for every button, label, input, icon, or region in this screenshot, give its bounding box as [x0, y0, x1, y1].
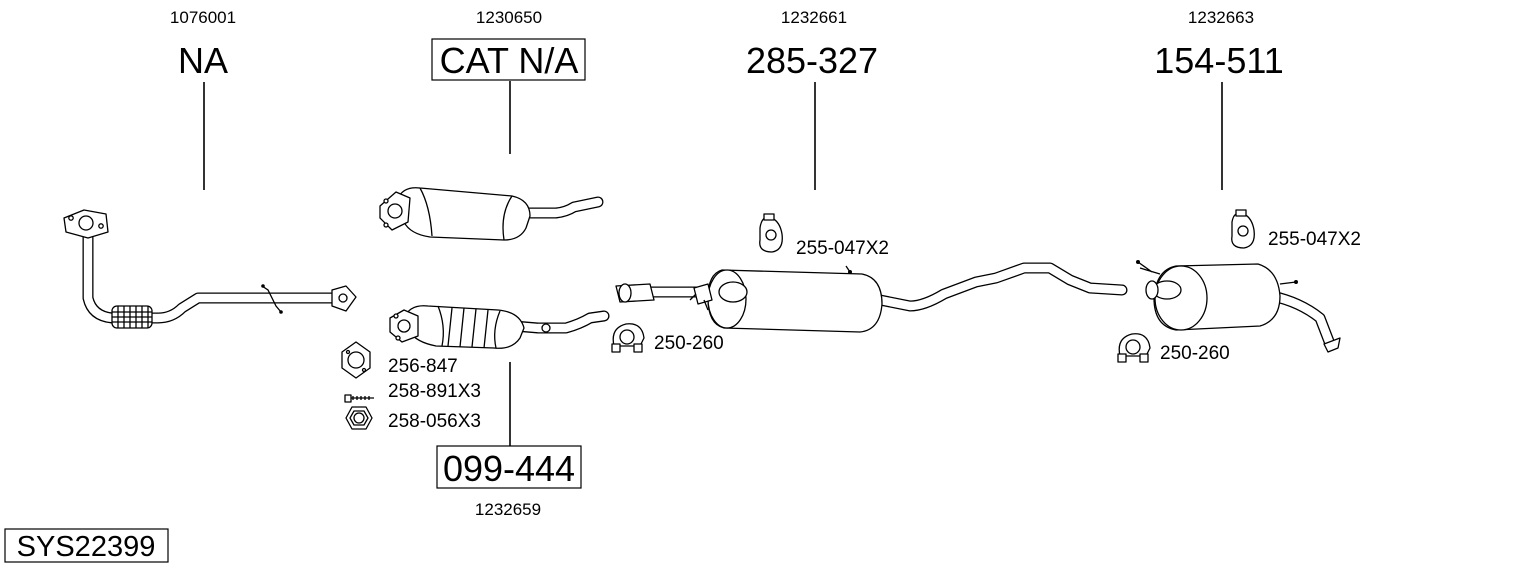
- pipe-clamp-icon-rear[interactable]: [1117, 333, 1151, 363]
- oem-number-cat-lower: 1232659: [475, 500, 541, 519]
- oem-number-cat-upper: 1230650: [476, 8, 542, 27]
- accessory-code-hanger-middle: 255-047X2: [796, 238, 889, 259]
- part-ref-middle-silencer[interactable]: 285-327: [746, 40, 878, 81]
- part-ref-box-cat-lower: [436, 445, 582, 489]
- part-ref-downpipe[interactable]: NA: [178, 40, 228, 81]
- part-ref-rear-silencer[interactable]: 154-511: [1154, 40, 1283, 81]
- rear-silencer-drawing[interactable]: [1136, 260, 1341, 353]
- system-code-box: [4, 528, 169, 563]
- accessory-code-nut: 258-056X3: [388, 411, 481, 432]
- catalytic-converter-upper-drawing[interactable]: [379, 187, 604, 241]
- hex-nut-icon[interactable]: [345, 406, 373, 430]
- part-ref-cat-lower[interactable]: 099-444: [443, 448, 575, 489]
- flange-gasket-icon[interactable]: [341, 341, 371, 379]
- oem-number-middle-silencer: 1232661: [781, 8, 847, 27]
- accessory-code-clamp-front: 250-260: [654, 333, 724, 354]
- oem-number-downpipe: 1076001: [170, 8, 236, 27]
- bolt-icon[interactable]: [344, 394, 374, 403]
- rubber-hanger-icon-middle[interactable]: [759, 213, 783, 253]
- part-ref-cat-upper[interactable]: CAT N/A: [440, 40, 579, 81]
- system-code: SYS22399: [17, 531, 156, 563]
- oem-number-rear-silencer: 1232663: [1188, 8, 1254, 27]
- catalytic-converter-lower-drawing[interactable]: [389, 305, 610, 349]
- middle-silencer-drawing[interactable]: [615, 262, 1128, 333]
- accessory-code-bolt: 258-891X3: [388, 381, 481, 402]
- pipe-clamp-icon-front[interactable]: [611, 323, 645, 353]
- part-ref-box-cat-upper: [431, 38, 586, 81]
- accessory-code-hanger-rear: 255-047X2: [1268, 229, 1361, 250]
- accessory-code-clamp-rear: 250-260: [1160, 343, 1230, 364]
- rubber-hanger-icon-rear[interactable]: [1231, 209, 1255, 249]
- front-downpipe-drawing[interactable]: [63, 209, 357, 329]
- accessory-code-gasket: 256-847: [388, 356, 458, 377]
